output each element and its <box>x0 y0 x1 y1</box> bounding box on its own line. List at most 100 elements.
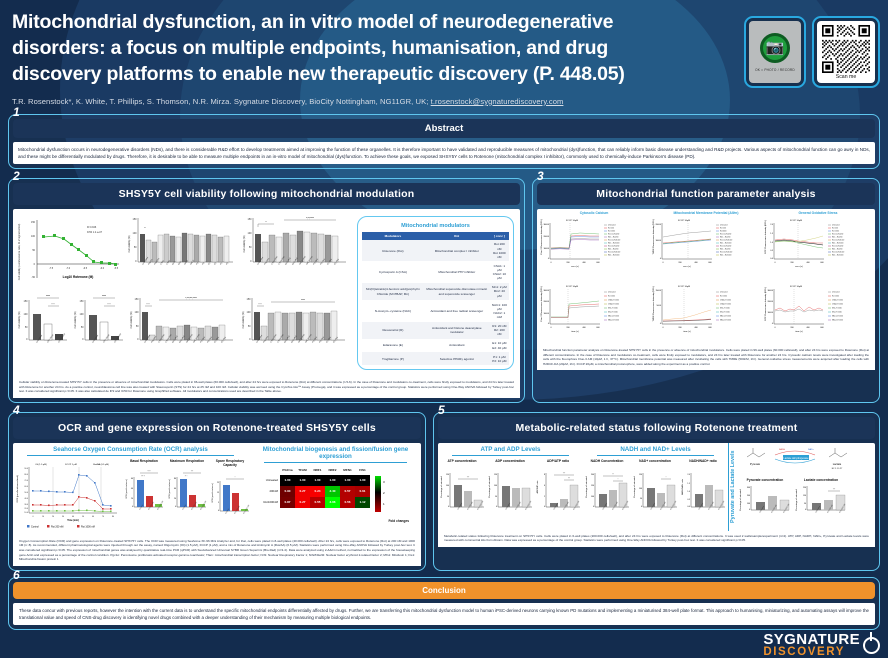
svg-text:600: 600 <box>820 327 824 329</box>
svg-text:70: 70 <box>102 516 104 518</box>
svg-text:Rot 1000 nM: Rot 1000 nM <box>81 525 95 528</box>
svg-text:0: 0 <box>660 258 662 260</box>
svg-text:600: 600 <box>596 327 600 329</box>
heatmap-cell: 0.87 <box>280 496 295 508</box>
svg-text:100: 100 <box>135 311 140 314</box>
svg-text:***: *** <box>563 473 566 475</box>
svg-text:Untreated: Untreated <box>456 502 463 510</box>
svg-text:ADP/ATP ratio: ADP/ATP ratio <box>536 480 539 494</box>
svg-text:Untreated: Untreated <box>552 502 559 510</box>
svg-text:*: * <box>235 477 236 479</box>
max-respiration-title: Maximum Respiration <box>169 458 205 463</box>
svg-text:70.0: 70.0 <box>24 480 28 482</box>
svg-text:0: 0 <box>249 338 251 341</box>
table-row: Resveratrol (R)Antioxidant and histone d… <box>362 321 509 339</box>
qr-badge[interactable]: Scan me <box>817 21 875 83</box>
section-number-4: 4 <box>13 402 20 417</box>
svg-text:**: ** <box>612 474 614 476</box>
svg-text:10: 10 <box>42 516 44 518</box>
svg-text:Untreated: Untreated <box>608 224 615 227</box>
pyruvate-conc-title: Pyruvate concentration <box>746 477 784 482</box>
svg-text:Mn2+R 1000: Mn2+R 1000 <box>720 312 730 314</box>
svg-text:*: * <box>265 220 266 224</box>
svg-text:Oli (1.5 µM): Oli (1.5 µM) <box>35 464 47 466</box>
section-number-3: 3 <box>537 168 544 183</box>
fold-changes-label: Fold changes <box>388 518 409 523</box>
svg-text:40: 40 <box>131 488 133 490</box>
svg-text:EC 1.1.1.27: EC 1.1.1.27 <box>832 468 843 470</box>
svg-text:400: 400 <box>582 262 586 264</box>
svg-text:CSA1+R 1000: CSA1+R 1000 <box>832 299 843 302</box>
abstract-panel: 1 Abstract Mitochondrial dysfunction occ… <box>8 105 880 169</box>
svg-text:10000: 10000 <box>543 313 549 315</box>
svg-text:NAC2+R 1000: NAC2+R 1000 <box>720 319 731 322</box>
chart-viability-set-b: Cell viability (%) 150 100 50 0 <box>240 212 352 290</box>
pyruvate-sub-title: Pyruvate and Lactate Levels <box>730 450 736 524</box>
chart-cytosolic-calcium: Cytosolic Calcium Fluo-3 Fluorescence In… <box>538 211 650 282</box>
svg-text:Resv2+Rot200: Resv2+Rot200 <box>832 245 843 248</box>
svg-text:*: * <box>144 226 146 230</box>
svg-text:150: 150 <box>247 298 252 301</box>
heatmap-cell: 1.00 <box>310 474 325 486</box>
svg-text:CSA2+R 1000: CSA2+R 1000 <box>608 303 619 306</box>
svg-text:Untreated: Untreated <box>601 502 608 510</box>
camera-badge: 📷 OK = PHOTO / RECORD <box>749 21 801 83</box>
svg-text:Rot 1000: Rot 1000 <box>720 295 727 298</box>
svg-text:20000: 20000 <box>543 301 549 303</box>
nadh-block: NADH and NAD+ Levels NADH Concentration … <box>583 443 728 531</box>
modulator-cell: Mn(III)tetrakis(4-benzoic acid)porphyrin… <box>362 282 424 301</box>
qr-badge-box[interactable]: Scan me <box>812 16 880 88</box>
chart-oxidative-stress: General Oxidative Stress DCF Fluorescenc… <box>762 211 874 282</box>
table-row: Mn(III)tetrakis(4-benzoic acid)porphyrin… <box>362 282 509 301</box>
heatmap-cell: 0.61 <box>355 485 370 497</box>
svg-text:Rot 1000 nM: Rot 1000 nM <box>199 500 207 511</box>
svg-text:60: 60 <box>92 516 94 518</box>
svg-text:Untreated: Untreated <box>832 291 839 294</box>
col-conc: [ conc ] <box>489 231 509 240</box>
logo-sub-text: DISCOVERY <box>763 645 846 658</box>
chart-spare-capacity: Spare Respiratory Capacity OCR (pmol/min… <box>209 459 251 536</box>
viability-panel: 2 SHSY5Y cell viability following mitoch… <box>8 169 525 403</box>
svg-text:NAD+: NAD+ <box>808 448 815 451</box>
svg-text:0: 0 <box>774 262 776 264</box>
svg-text:600: 600 <box>820 262 824 264</box>
svg-text:30000: 30000 <box>767 290 773 292</box>
svg-text:Resv2+Rot1000: Resv2+Rot1000 <box>608 251 620 254</box>
svg-text:****: **** <box>46 294 50 298</box>
role-cell: Mitochondrial superoxide dismutase mimet… <box>423 282 490 301</box>
modulators-table-body: Rotenone (Rot)Mitochondrial complex I in… <box>362 239 509 366</box>
svg-text:15: 15 <box>217 492 219 494</box>
chart-membrane-potential: Mitochondrial Membrane Potential (ΔΨm) T… <box>650 211 762 282</box>
svg-text:60.0: 60.0 <box>24 486 28 488</box>
svg-text:Resv2+Rot1000: Resv2+Rot1000 <box>720 251 732 254</box>
svg-text:0: 0 <box>548 258 550 260</box>
svg-text:0: 0 <box>26 338 28 341</box>
role-cell: Selective PPARγ agonist <box>423 352 490 366</box>
svg-text:Rot 1000 nM: Rot 1000 nM <box>621 500 629 511</box>
svg-text:Cell viability (%): Cell viability (%) <box>130 311 133 328</box>
qr-code-icon[interactable] <box>822 24 870 73</box>
svg-text:Log10 Rotenone (M): Log10 Rotenone (M) <box>63 275 94 279</box>
heatmap-cell: 1.00 <box>325 474 340 486</box>
svg-text:150: 150 <box>135 298 140 301</box>
svg-text:100: 100 <box>446 485 449 487</box>
contact-email-link[interactable]: t.rosenstock@sygnaturediscovery.com <box>430 96 564 106</box>
svg-text:0.5: 0.5 <box>770 250 774 252</box>
title-line-2: disorders: a focus on multiple endpoints… <box>12 36 609 59</box>
svg-text:secs (s): secs (s) <box>795 266 803 268</box>
nadh-sub-title: NADH and NAD+ Levels <box>620 445 691 453</box>
section-number-6: 6 <box>13 567 20 582</box>
svg-text:Ed1 + Rot1000: Ed1 + Rot1000 <box>832 242 843 245</box>
svg-text:Rot 200 nM: Rot 200 nM <box>51 525 63 528</box>
viability-title: SHSY5Y cell viability following mitochon… <box>13 182 520 205</box>
heatmap-col-header: FIS1 <box>359 468 366 473</box>
svg-text:DCF Fluorescence Intensity (RF: DCF Fluorescence Intensity (RFU) <box>764 287 767 321</box>
svg-text:25: 25 <box>217 482 219 484</box>
author-list: T.R. Rosenstock*, K. White, T. Phillips,… <box>12 96 431 106</box>
modulators-table-header-row: Modulators Rol [ conc ] <box>362 231 509 240</box>
